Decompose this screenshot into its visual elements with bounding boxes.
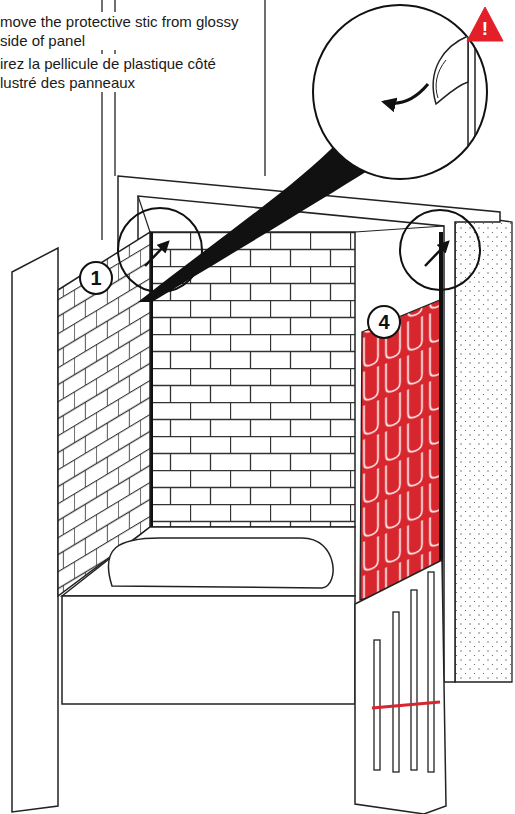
tub-basin — [108, 538, 333, 588]
film-curl — [436, 60, 446, 98]
drywall-sheet — [355, 560, 446, 814]
wall-stud — [374, 640, 380, 770]
concrete-wall — [455, 214, 512, 682]
wall-line — [264, 0, 265, 176]
instruction-note: move the protective stic from glossy sid… — [0, 12, 250, 50]
peel-arrow — [384, 84, 428, 103]
alcove-edge — [355, 226, 444, 232]
wall-stud — [393, 612, 399, 772]
tub-apron — [62, 596, 355, 704]
detail-circle — [313, 5, 487, 179]
panel-edge — [467, 0, 469, 180]
adhesive-panel — [360, 300, 440, 600]
detail-leader — [138, 142, 372, 302]
callout-number: 1 — [90, 267, 101, 289]
instruction-note: irez la pellicule de plastique côté lust… — [0, 54, 250, 92]
panel-edge — [468, 2, 475, 8]
warning-symbol: ! — [466, 6, 504, 42]
tub-deck — [62, 527, 355, 596]
warning-triangle — [467, 7, 503, 41]
adhesive-strip — [372, 702, 440, 708]
callout-number: 4 — [367, 305, 401, 339]
wall-stud — [428, 572, 434, 772]
detail-circle — [400, 210, 480, 290]
wall-stud — [411, 590, 417, 770]
callout-number: 1 — [79, 261, 113, 295]
peeling-film — [433, 36, 468, 104]
warning-mark: ! — [482, 9, 488, 40]
callout-number: 4 — [378, 311, 389, 333]
slide-arrow — [425, 242, 448, 266]
slide-arrow — [145, 242, 168, 266]
side-wall — [12, 248, 58, 812]
panel-edge — [439, 232, 443, 580]
